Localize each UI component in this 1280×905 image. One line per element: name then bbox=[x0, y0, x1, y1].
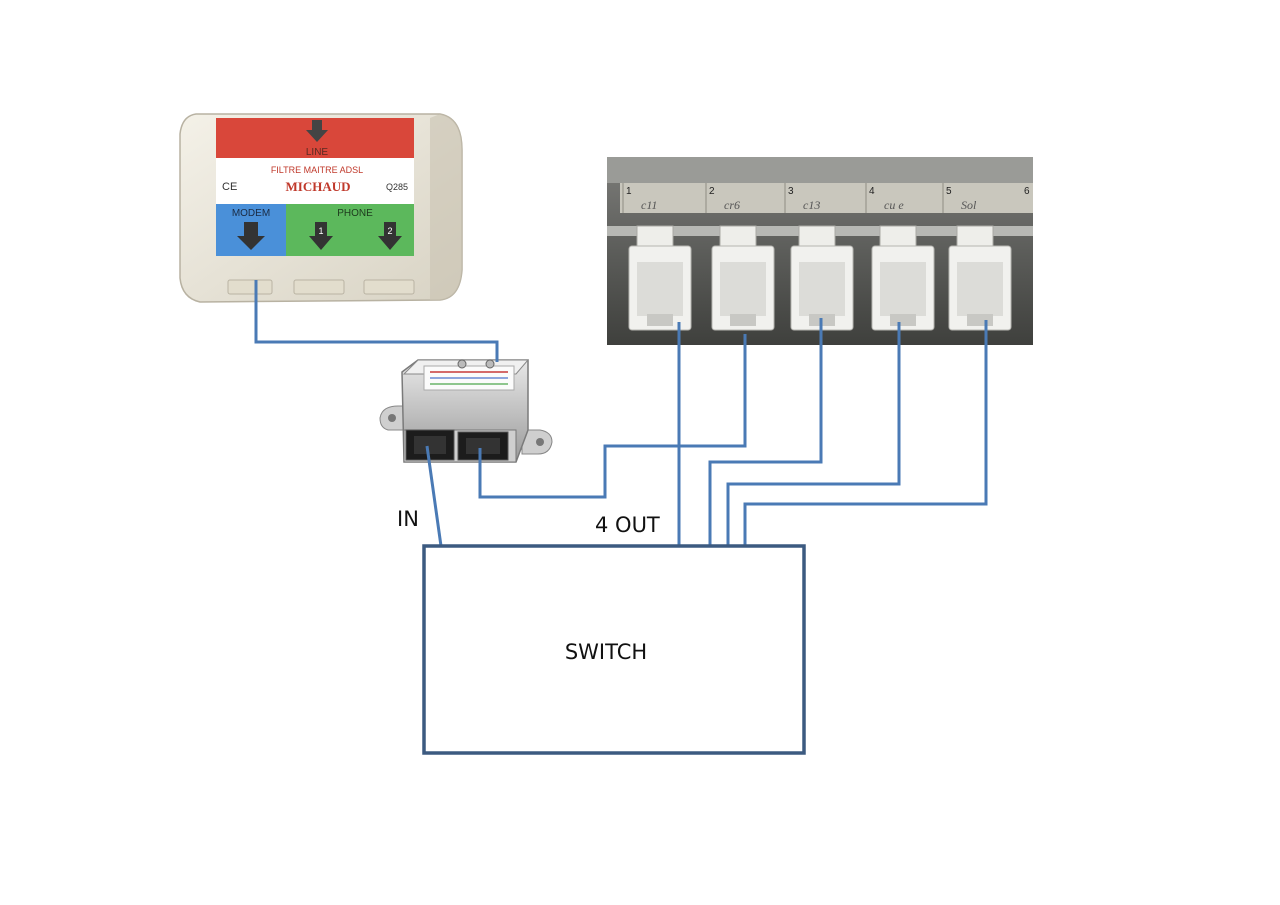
modem-jack bbox=[227, 279, 273, 295]
phone2-number: 2 bbox=[387, 226, 392, 236]
in-label: IN bbox=[397, 507, 419, 531]
phone-label: PHONE bbox=[337, 208, 373, 219]
adsl-filter: LINE FILTRE MAITRE ADSL CE MICHAUD Q285 … bbox=[179, 113, 463, 303]
switch-box bbox=[422, 544, 806, 755]
port-tag: c11 bbox=[641, 198, 657, 212]
model-number: Q285 bbox=[386, 182, 408, 192]
out-label: 4 OUT bbox=[595, 513, 660, 537]
wire-out-port5 bbox=[743, 320, 988, 546]
wire-filter-to-splitter bbox=[254, 280, 499, 362]
phone1-number: 1 bbox=[318, 226, 323, 236]
port-number: 1 bbox=[626, 186, 632, 197]
line-arrow-icon bbox=[306, 120, 328, 142]
wire-out-port4 bbox=[726, 322, 901, 546]
patch-port-4: 4 cu e bbox=[865, 183, 935, 331]
phone2-arrow-icon bbox=[378, 222, 402, 250]
modem-label: MODEM bbox=[232, 208, 270, 219]
wires bbox=[254, 280, 988, 547]
switch-label: SWITCH bbox=[565, 640, 647, 664]
ce-mark: CE bbox=[222, 181, 237, 193]
port-number: 3 bbox=[788, 186, 794, 197]
port-tag: c13 bbox=[803, 198, 820, 212]
port-tag: Sol bbox=[961, 198, 977, 212]
ethernet-splitter bbox=[379, 359, 553, 463]
patch-port-3: 3 c13 bbox=[784, 183, 854, 331]
patch-port-1: 1 c11 bbox=[622, 183, 692, 331]
wire-out-port3 bbox=[708, 318, 823, 546]
port-number: 5 bbox=[946, 186, 952, 197]
port-tag: cu e bbox=[884, 198, 904, 212]
port-number: 2 bbox=[709, 186, 715, 197]
port-tag: cr6 bbox=[724, 198, 740, 212]
line-label: LINE bbox=[306, 147, 329, 158]
phone2-jack bbox=[363, 279, 415, 295]
wire-in bbox=[425, 445, 443, 547]
phone1-arrow-icon bbox=[309, 222, 333, 250]
port-number: 4 bbox=[869, 186, 875, 197]
filter-title: FILTRE MAITRE ADSL bbox=[271, 165, 363, 175]
modem-arrow-icon bbox=[237, 222, 265, 250]
patch-port-2: 2 cr6 bbox=[705, 183, 775, 331]
phone1-jack bbox=[293, 279, 345, 295]
port-number-extra: 6 bbox=[1024, 186, 1030, 197]
brand-logo: MICHAUD bbox=[286, 179, 351, 194]
wire-splitter-to-port2 bbox=[478, 334, 747, 499]
